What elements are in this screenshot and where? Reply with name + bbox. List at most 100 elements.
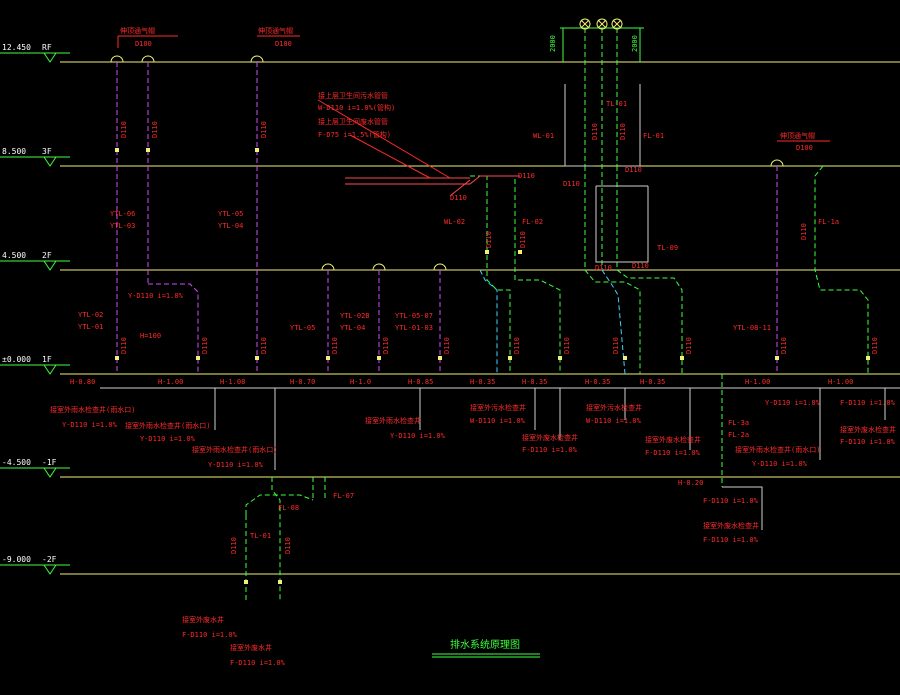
slope-tag: F-D110 i=1.0% [840,399,896,407]
3f-branch [345,175,520,197]
level-elev: 4.500 [2,251,26,260]
slope-tag: Y-D110 i=1.0% [752,460,808,468]
slope-tag: F-D110 i=1.0% [182,631,238,639]
pipe-size: D110 [120,121,128,138]
pipe-size: D110 [518,172,535,180]
pipe-size: D110 [591,123,599,140]
dim-label: 2000 [631,35,639,52]
note: D100 [796,144,813,152]
slope-tag: W-D110 i=1.0% [586,417,642,425]
note: 伸顶通气帽 [258,26,293,35]
vent-caps [110,55,784,271]
pipe-size: D110 [563,337,571,354]
level-elev: 12.450 [2,43,31,52]
elev-tag: H-1.08 [220,378,245,386]
note: 接室外废水检查井 [703,521,759,530]
riser-tag: TL-01 [250,532,271,540]
pipe-size: D110 [443,337,451,354]
slope-tag: F-D75 i=1.5%(管构) [318,130,391,139]
riser-tag: YTL-05 [218,210,243,218]
pipe-size: D110 [563,180,580,188]
level-floor: -1F [42,458,57,467]
riser-tag: FL-01 [643,132,664,140]
riser-tag: WL-02 [444,218,465,226]
note: 接上层卫生间污水管管 [318,91,388,100]
dimension-lines [560,27,644,62]
riser-tag: FL-3a [728,419,749,427]
pipe-size: D110 [519,231,527,248]
elev-tag: H-1.0 [350,378,371,386]
note: 接室外雨水检查井(雨水口) [735,445,820,454]
note: 伸顶通气帽 [780,131,815,140]
elev-tag: H-0.70 [290,378,315,386]
riser-tag: YTL-06 [110,210,135,218]
riser-tag: WL-01 [533,132,554,140]
riser-tag: YTL-05 [290,324,315,332]
drawing-title: 排水系统原理图 [450,638,520,651]
elev-tag: H-0.35 [640,378,665,386]
slope-tag: Y-D110 i=1.0% [390,432,446,440]
slope-tag: Y-D110 i=1.0% [140,435,196,443]
riser-tag: YTL-08-11 [733,324,771,332]
riser-tag: YTL-05-07 [395,312,433,320]
note: 接室外雨水检查井(雨水口) [192,445,277,454]
note: 接室外废水检查井 [840,425,896,434]
elev-tag: H-1.00 [745,378,770,386]
level-elev: 8.500 [2,147,26,156]
slope-tag: W-D110 i=1.0%(管构) [318,103,395,112]
pipe-size: D110 [632,262,649,270]
slope-tag: W-D110 i=1.0% [470,417,526,425]
riser-tag: FL-08 [278,504,299,512]
riser-tag: YTL-02B [340,312,370,320]
pipe-size: D110 [780,337,788,354]
pipe-size: D110 [685,337,693,354]
level-elev: -9.000 [2,555,31,564]
level-markers [0,52,70,575]
slope-tag: F-D110 i=1.0% [840,438,896,446]
pipe-size: D110 [260,337,268,354]
pipe-size: D110 [151,121,159,138]
note: H=100 [140,332,161,340]
level-floor: 1F [42,355,52,364]
slope-tag: F-D110 i=1.0% [645,449,701,457]
riser-tag: FL-07 [333,492,354,500]
pipe-size: D110 [331,337,339,354]
rain-risers [116,62,778,374]
level-labels: 12.450 RF 8.500 3F 4.500 2F ±0.000 1F -4… [2,43,57,564]
riser-tag: FL-02 [522,218,543,226]
elev-tag: H-0.80 [70,378,95,386]
level-floor: RF [42,43,52,52]
note: 伸顶通气帽 [120,26,155,35]
slope-tag: F-D110 i=1.0% [230,659,286,667]
slope-tag: Y-D110 i=1.0% [765,399,821,407]
note: D100 [275,40,292,48]
title-underline [432,653,540,658]
pipe-size: D110 [625,166,642,174]
note: 接室外雨水检查井(雨水口) [50,405,135,414]
note: 接室外废水检查井 [645,435,701,444]
riser-tag: YTL-02 [78,311,103,319]
note: 接室外废水井 [182,615,224,624]
annotations: 伸顶通气帽 D100 伸顶通气帽 D100 伸顶通气帽 D100 D110 D1… [50,26,896,667]
riser-tag: FL-2a [728,431,749,439]
slope-tag: Y-D110 i=1.0% [62,421,118,429]
slope-tag: Y-D110 i=1.0% [128,292,184,300]
note: D100 [135,40,152,48]
pipe-size: D110 [450,194,467,202]
valve-markers [115,148,870,584]
pipe-size: D110 [260,121,268,138]
floor-lines [60,61,900,575]
riser-tag: YTL-01 [78,323,103,331]
elev-tag: H-0.35 [470,378,495,386]
note: 接室外污水检查井 [586,403,642,412]
elev-tag: H-1.00 [158,378,183,386]
pipe-size: D110 [382,337,390,354]
note: 接室外污水检查井 [470,403,526,412]
riser-tag: TL-01 [606,100,627,108]
riser-tag: YTL-03 [110,222,135,230]
dim-label: 2000 [549,35,557,52]
level-floor: 3F [42,147,52,156]
pipe-size: D110 [612,337,620,354]
